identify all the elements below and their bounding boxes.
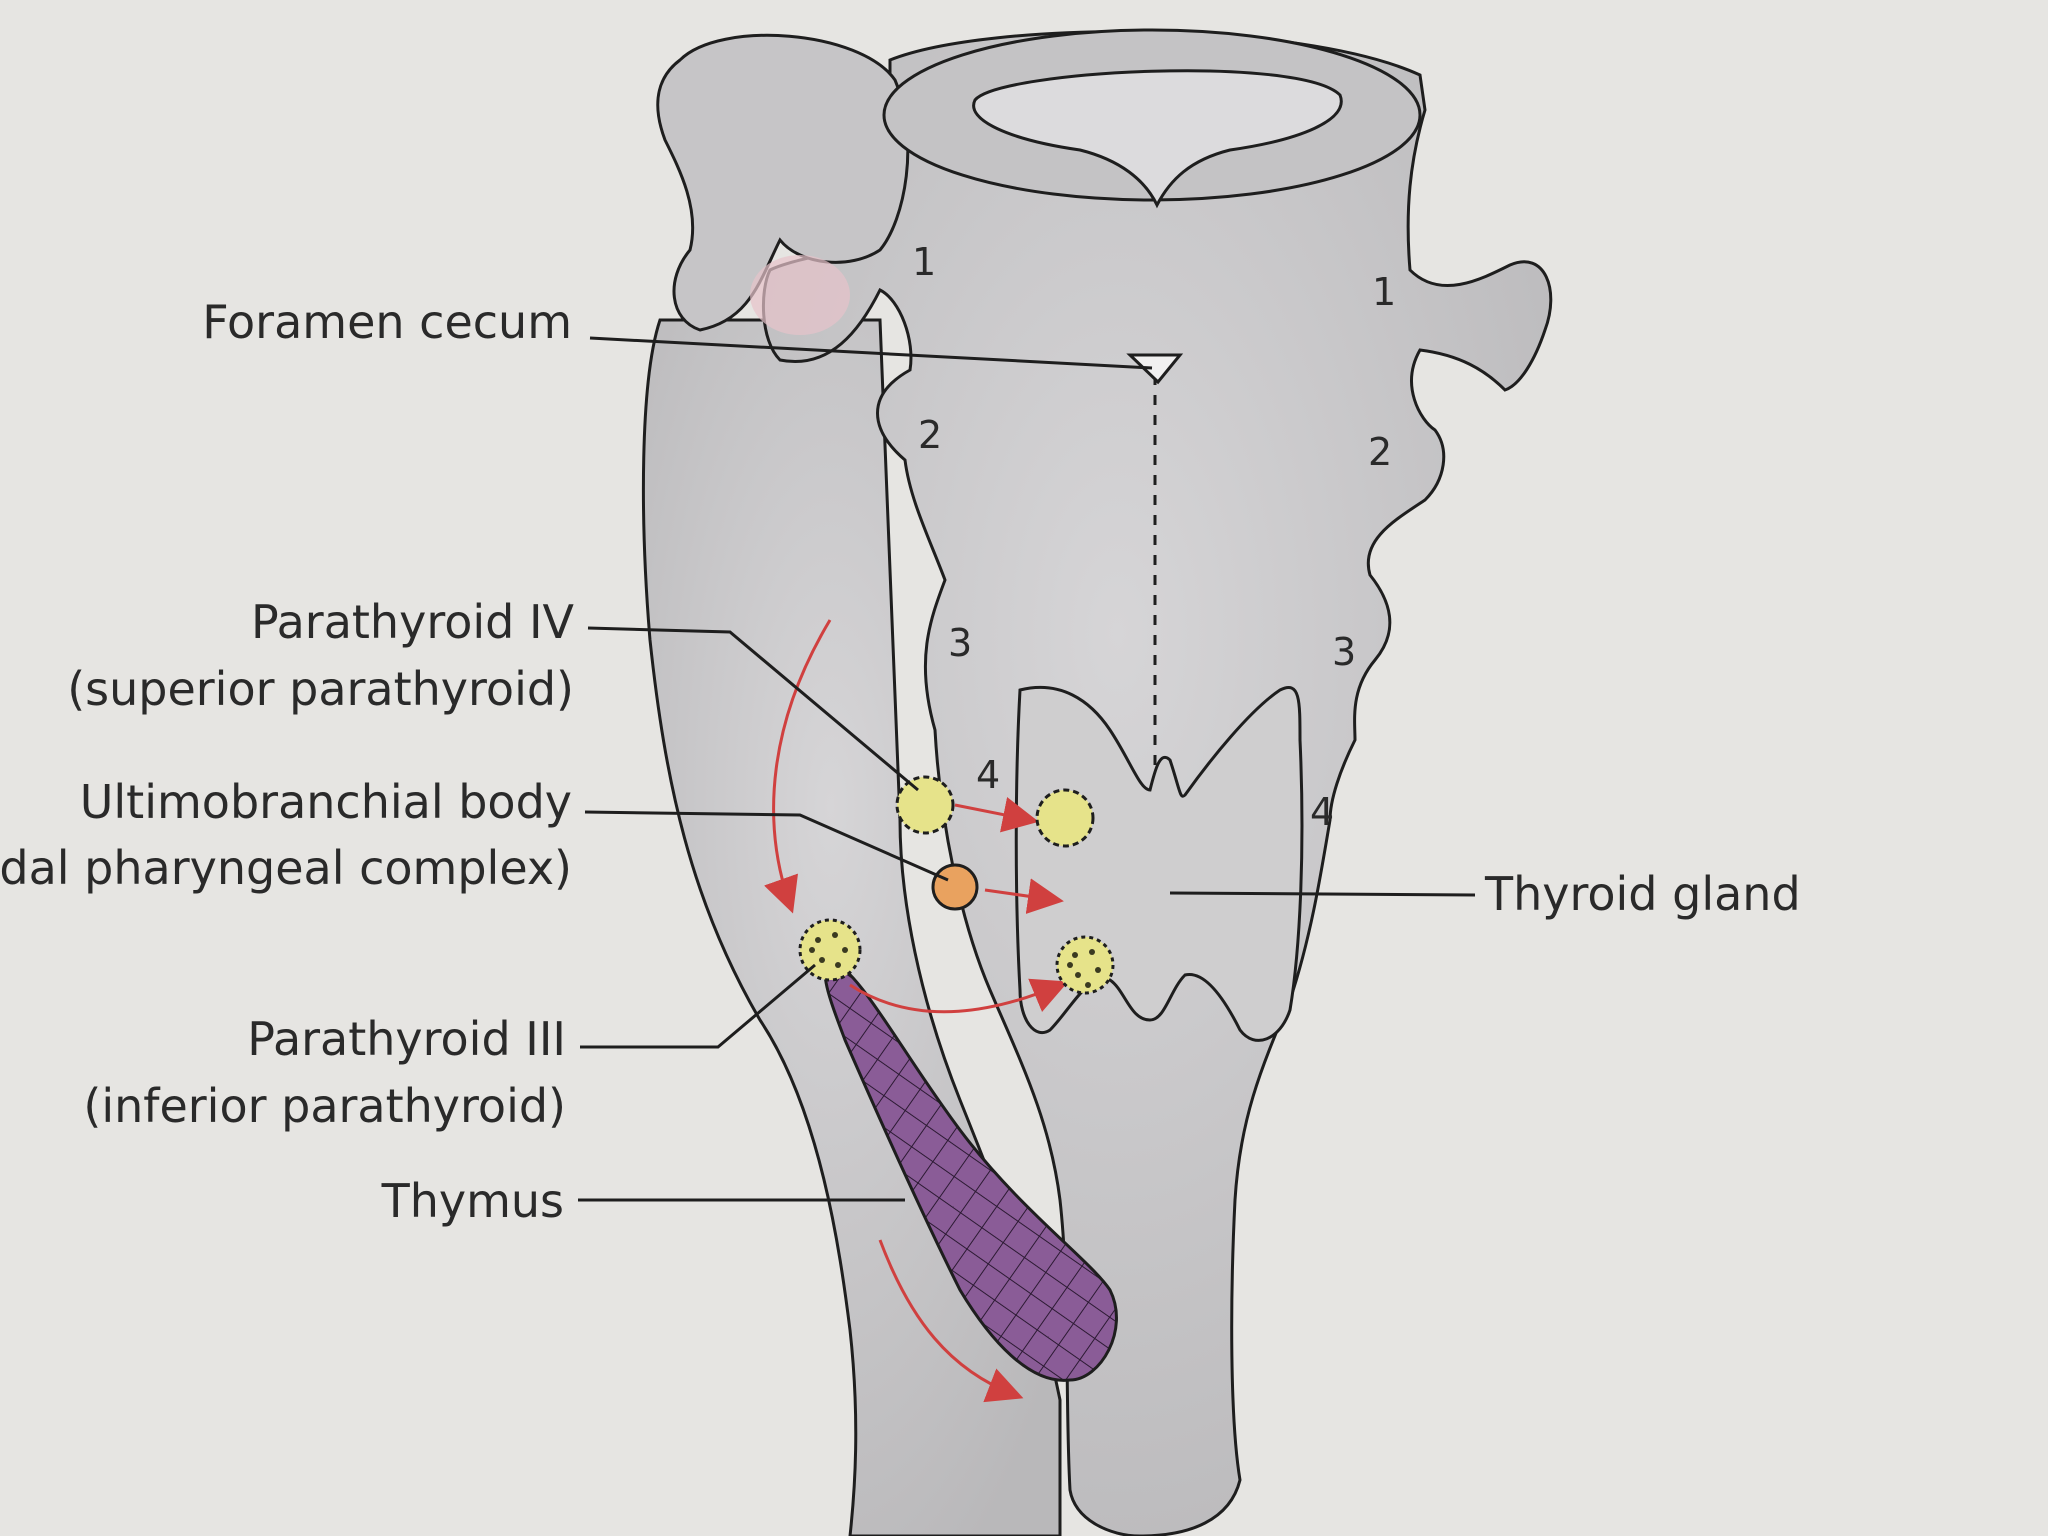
- label-parathyroid-iii-sub: (inferior parathyroid): [83, 1079, 566, 1133]
- pouch-number-left-3: 3: [948, 621, 972, 665]
- label-ultimobranchial-sub: (caudal pharyngeal complex): [0, 841, 572, 895]
- first-arch-left: [656, 33, 910, 332]
- thymus-shape: [823, 958, 1118, 1382]
- leader-parathyroid-iv: [587, 626, 919, 792]
- label-foramen-cecum: Foramen cecum: [202, 295, 572, 349]
- pouch-number-left-4: 4: [976, 753, 1000, 797]
- parathyroid-iv-to-thyroid-arrow: [954, 797, 1039, 833]
- ultimobranchial-body: [931, 863, 979, 911]
- parathyroid-iv-origin: [895, 775, 955, 835]
- parathyroid-iii-to-thyroid-arrow: [849, 978, 1069, 1014]
- parathyroid-iii-final: [1055, 935, 1115, 995]
- parathyroid-iii-descent-arrow: [764, 619, 832, 914]
- pouch-number-right-1: 1: [1372, 270, 1396, 314]
- thymus-descent-arrow: [878, 1239, 1024, 1403]
- label-ultimobranchial: Ultimobranchial body: [80, 775, 572, 829]
- pouch-number-right-2: 2: [1368, 430, 1392, 474]
- pouch-number-left-2: 2: [918, 413, 942, 457]
- leader-ultimobranchial: [584, 810, 949, 882]
- label-thymus: Thymus: [381, 1174, 564, 1228]
- pouch-number-left-1: 1: [912, 240, 936, 284]
- label-parathyroid-iv: Parathyroid IV: [251, 595, 575, 649]
- label-parathyroid-iv-sub: (superior parathyroid): [67, 662, 574, 716]
- parathyroid-dots: [809, 932, 1101, 988]
- label-thyroid-gland: Thyroid gland: [1484, 867, 1801, 921]
- leader-thyroid-gland: [1169, 891, 1476, 897]
- pouch-number-right-4: 4: [1310, 790, 1334, 834]
- first-pouch-highlight: [750, 255, 850, 335]
- pharynx-lumen: [972, 69, 1343, 209]
- leader-parathyroid-iii: [580, 963, 816, 1049]
- parathyroid-iv-final: [1035, 788, 1095, 848]
- ultimobranchial-to-thyroid-arrow: [984, 878, 1064, 915]
- label-parathyroid-iii: Parathyroid III: [247, 1012, 566, 1066]
- leader-foramen-cecum: [589, 336, 1153, 370]
- pouch-number-right-3: 3: [1332, 630, 1356, 674]
